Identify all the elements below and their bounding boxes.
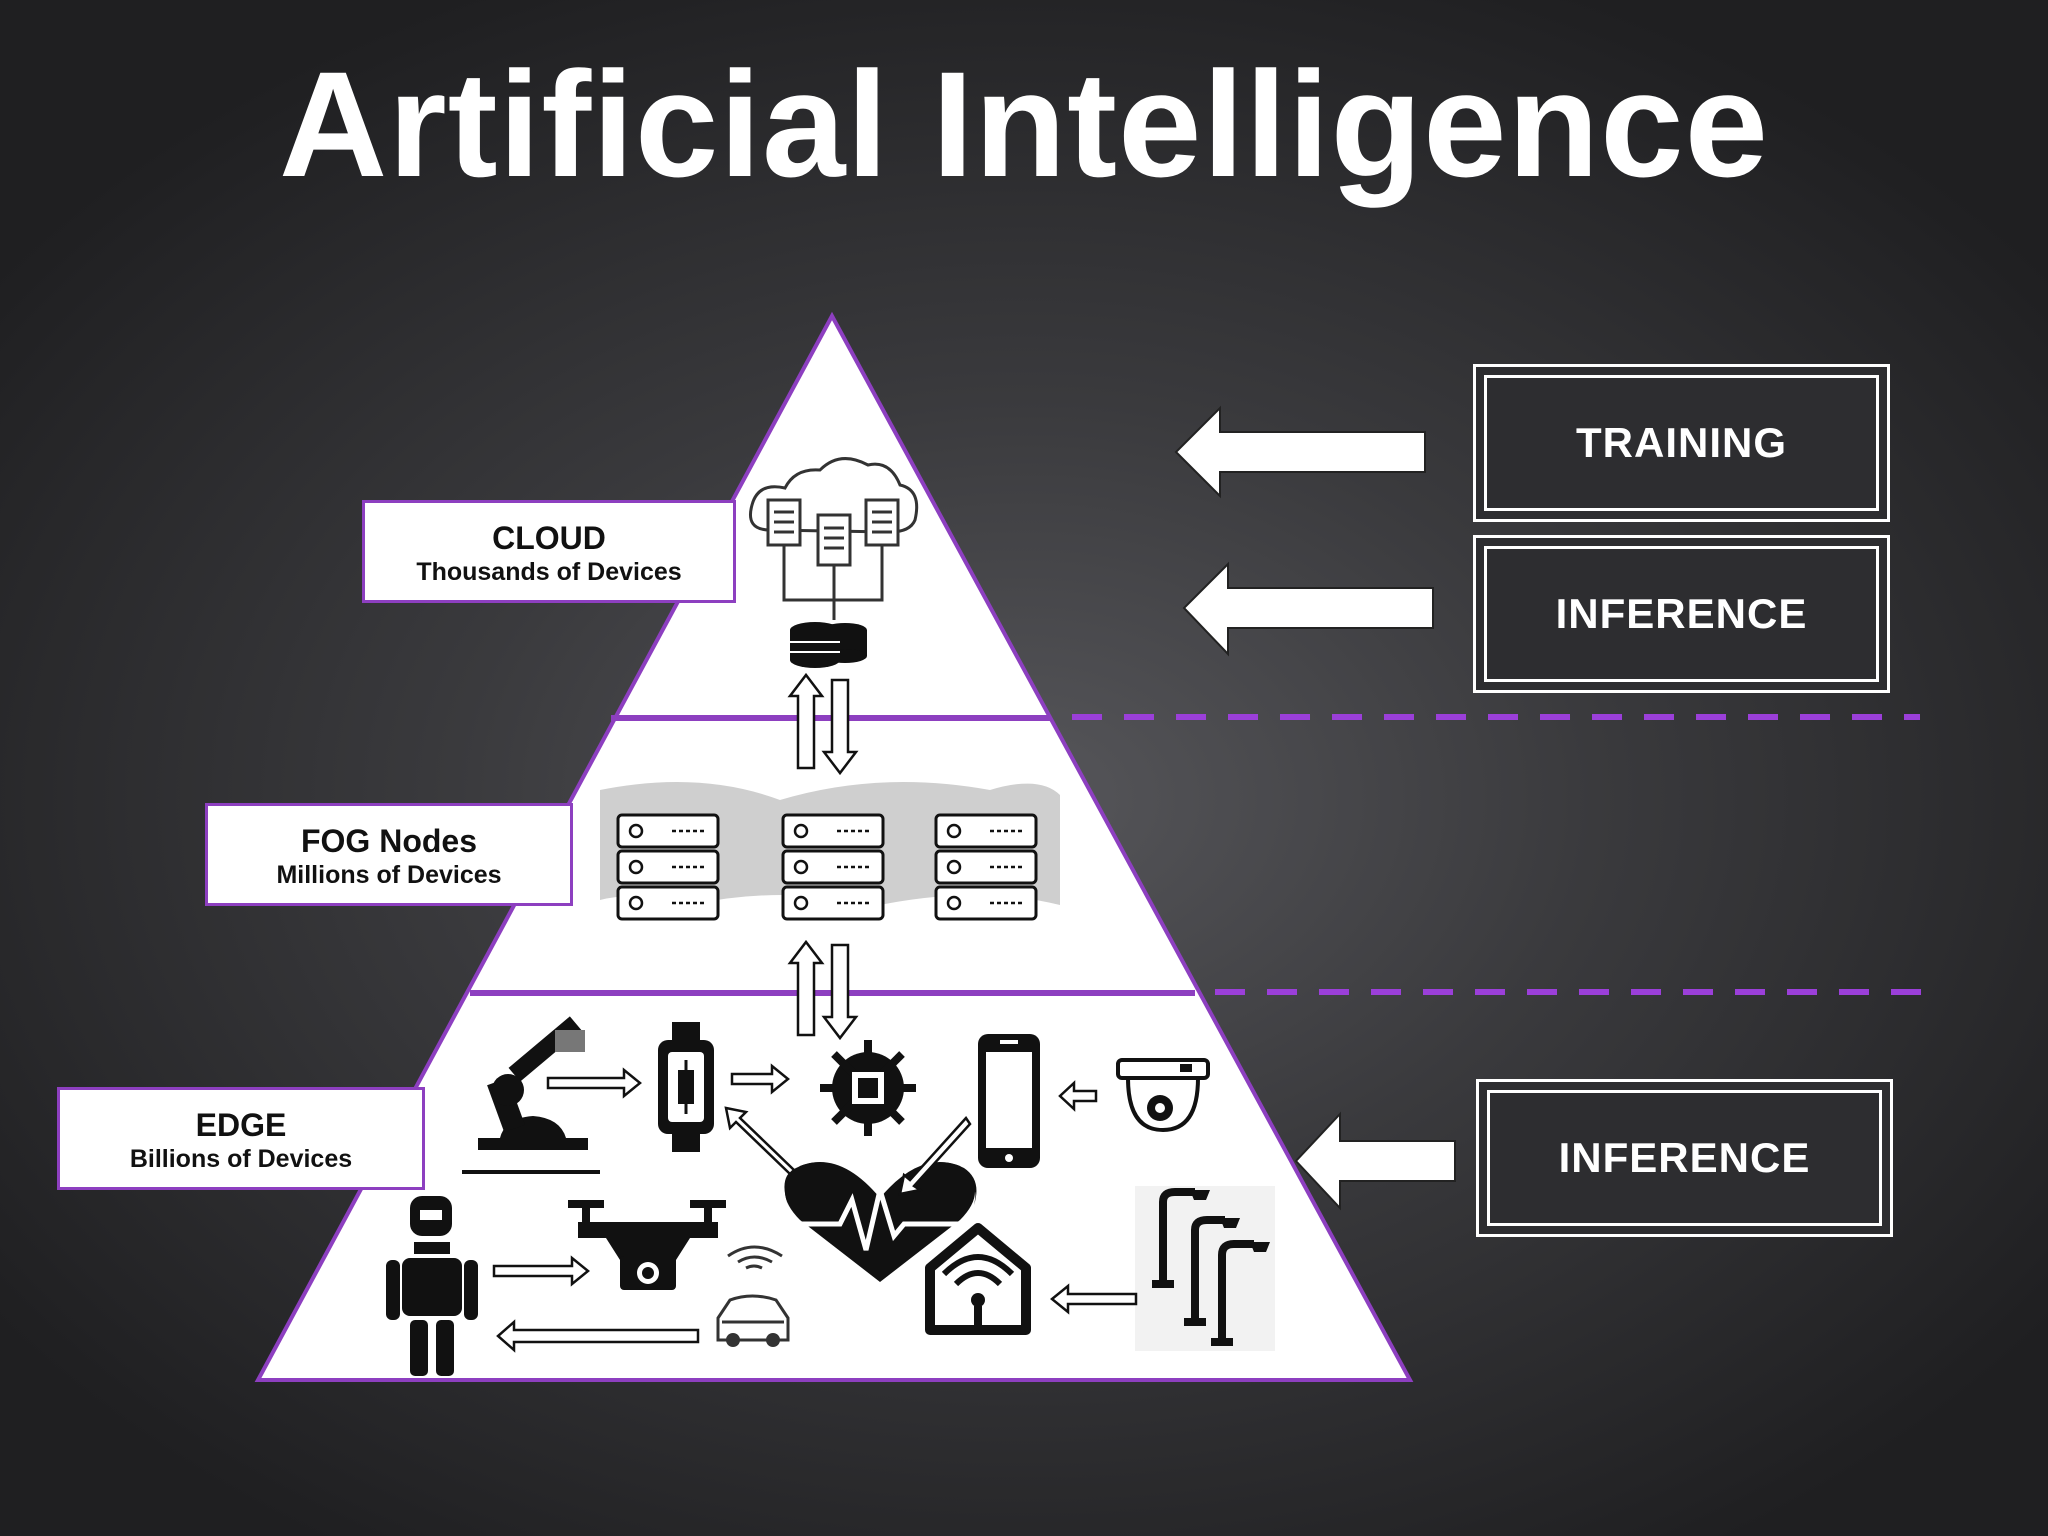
humanoid-robot-icon xyxy=(386,1196,478,1376)
server-rack-icon xyxy=(600,782,1060,921)
heart-rate-icon xyxy=(784,1162,977,1282)
security-camera-icon xyxy=(1116,1058,1210,1133)
layer-label-fog: FOG Nodes Millions of Devices xyxy=(205,803,573,906)
smart-home-icon xyxy=(925,1223,1031,1335)
database-icon xyxy=(790,622,867,668)
layer-name: FOG Nodes xyxy=(300,823,477,859)
layer-label-cloud: CLOUD Thousands of Devices xyxy=(362,500,736,603)
layer-device-count: Thousands of Devices xyxy=(416,558,682,587)
robot-arm-icon xyxy=(462,1016,600,1174)
inference-label: INFERENCE xyxy=(1484,546,1879,682)
inference-bottom-arrow-icon xyxy=(1294,1111,1456,1211)
training-label: TRAINING xyxy=(1484,375,1879,511)
cloud-fog-exchange-arrows xyxy=(787,672,859,776)
layer-name: CLOUD xyxy=(492,520,606,556)
training-box: TRAINING xyxy=(1473,364,1890,522)
layer-device-count: Billions of Devices xyxy=(129,1145,353,1174)
connected-car-icon xyxy=(716,1245,790,1347)
training-arrow-icon xyxy=(1174,405,1426,499)
smartphone-icon xyxy=(978,1034,1040,1168)
fog-edge-exchange-arrows xyxy=(787,939,859,1041)
drone-icon xyxy=(568,1200,726,1290)
street-lamp-icon xyxy=(1135,1186,1275,1351)
processor-chip-icon xyxy=(820,1040,916,1136)
layer-name: EDGE xyxy=(195,1107,287,1143)
page-title: Artificial Intelligence xyxy=(278,40,1770,208)
inference-label: INFERENCE xyxy=(1487,1090,1882,1226)
smartwatch-icon xyxy=(658,1022,714,1152)
inference-box-top: INFERENCE xyxy=(1473,535,1890,693)
inference-top-arrow-icon xyxy=(1182,561,1434,657)
cloud-servers-icon xyxy=(749,457,919,620)
edge-flow-arrows xyxy=(492,1063,1138,1353)
layer-device-count: Millions of Devices xyxy=(276,861,502,890)
layer-label-edge: EDGE Billions of Devices xyxy=(57,1087,425,1190)
inference-box-bottom: INFERENCE xyxy=(1476,1079,1893,1237)
